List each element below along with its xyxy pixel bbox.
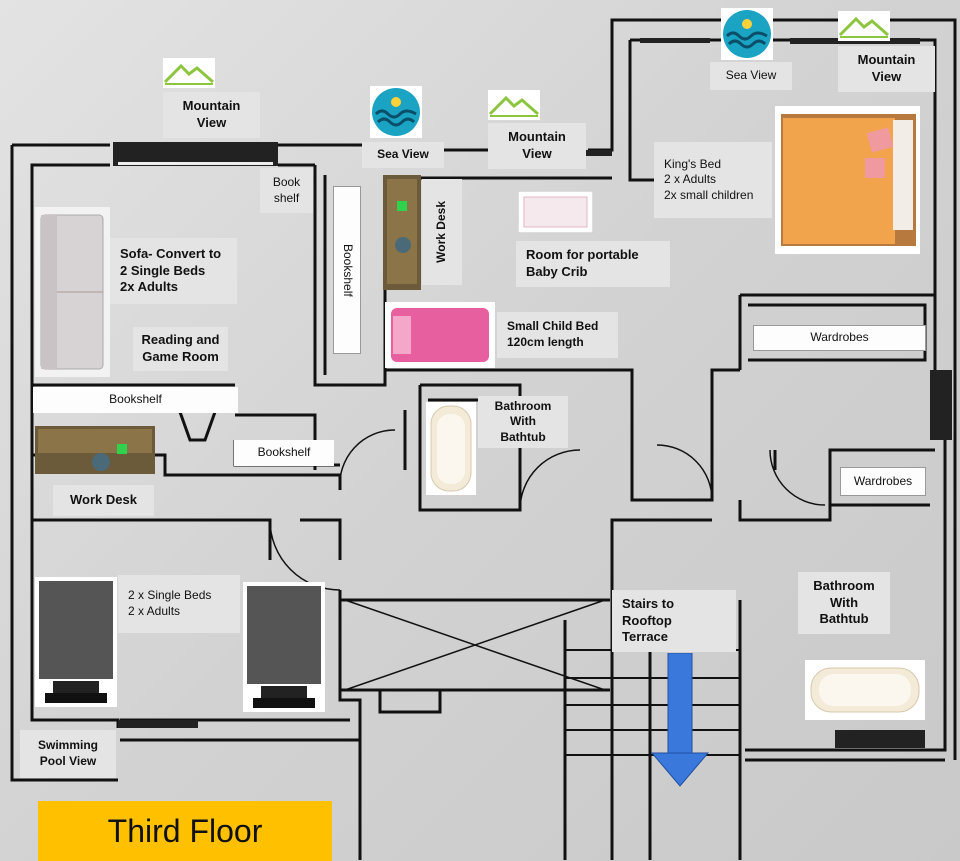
bed-icon <box>35 577 117 707</box>
work-desk-vertical-text: Work Desk <box>434 201 449 263</box>
bathroom-label: Bathroom With Bathtub <box>798 572 890 634</box>
bed-icon <box>775 106 920 254</box>
wardrobes-label: Wardrobes <box>840 467 926 496</box>
desk-icon <box>383 175 421 290</box>
bookshelf-label: Book shelf <box>260 168 313 213</box>
sea-icon <box>721 8 773 60</box>
stairs-label: Stairs to Rooftop Terrace <box>612 590 736 652</box>
bookshelf-label: Bookshelf <box>234 440 334 466</box>
baby-crib-label: Room for portable Baby Crib <box>516 241 670 287</box>
small-child-bed-label: Small Child Bed 120cm length <box>497 312 618 358</box>
arrow-down-icon <box>650 653 710 787</box>
desk-icon <box>35 426 155 474</box>
bed-icon <box>385 302 495 368</box>
bookshelf-label: Bookshelf <box>333 186 361 354</box>
kings-bed-label: King's Bed 2 x Adults 2x small children <box>654 142 772 218</box>
sea-icon <box>370 86 422 138</box>
crib-icon <box>518 191 593 233</box>
sofa-icon <box>35 207 110 377</box>
bed-icon <box>243 582 325 712</box>
bathroom-label: Bathroom With Bathtub <box>478 396 568 448</box>
bathtub-icon <box>805 660 925 720</box>
work-desk-label: Work Desk <box>53 485 154 516</box>
mountain-icon <box>838 11 890 41</box>
sofa-label: Sofa- Convert to 2 Single Beds 2x Adults <box>110 238 237 304</box>
bathtub-icon <box>426 402 476 495</box>
sea-view-label: Sea View <box>362 142 444 168</box>
swimming-pool-view-label: Swimming Pool View <box>20 730 116 778</box>
page-title: Third Floor <box>38 801 332 861</box>
reading-room-label: Reading and Game Room <box>133 327 228 371</box>
mountain-view-label: Mountain View <box>163 92 260 138</box>
bookshelf-vertical-text: Bookshelf <box>340 243 355 297</box>
mountain-icon <box>488 90 540 120</box>
single-beds-label: 2 x Single Beds 2 x Adults <box>118 575 240 633</box>
work-desk-label: Work Desk <box>422 179 462 285</box>
mountain-view-label: Mountain View <box>488 123 586 169</box>
bookshelf-label: Bookshelf <box>33 387 238 413</box>
sea-view-label: Sea View <box>710 62 792 90</box>
wardrobes-label: Wardrobes <box>753 325 926 351</box>
mountain-icon <box>163 58 215 88</box>
mountain-view-label: Mountain View <box>838 46 935 92</box>
